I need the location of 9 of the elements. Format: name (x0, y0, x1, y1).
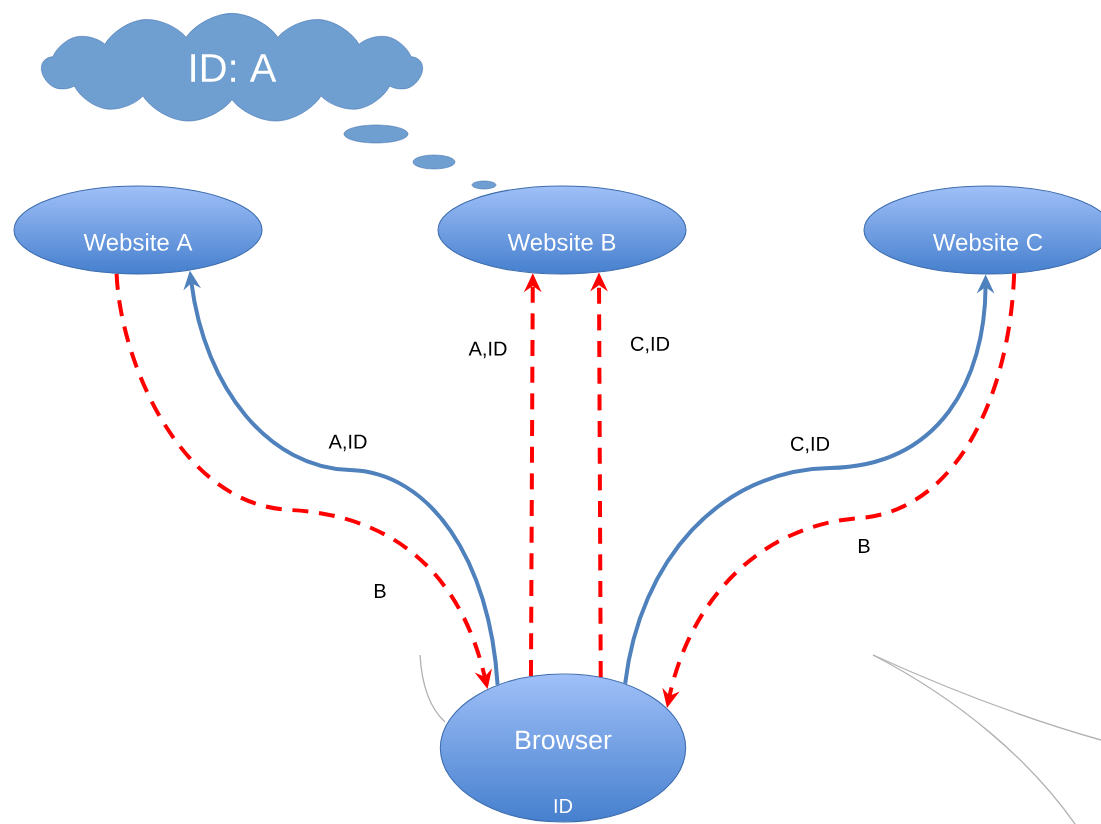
edge-label: C,ID (788, 435, 832, 455)
ellipse-node: Website A (13, 185, 263, 275)
edge-label: A,ID (467, 340, 509, 360)
edge-label: B (372, 582, 388, 600)
edge-label: B (856, 537, 872, 555)
edge-label: C,ID (628, 335, 672, 355)
ellipse-node: Website B (437, 185, 687, 275)
edge-label: A,ID (327, 433, 369, 453)
ellipse-node: Browser ID (439, 673, 687, 823)
